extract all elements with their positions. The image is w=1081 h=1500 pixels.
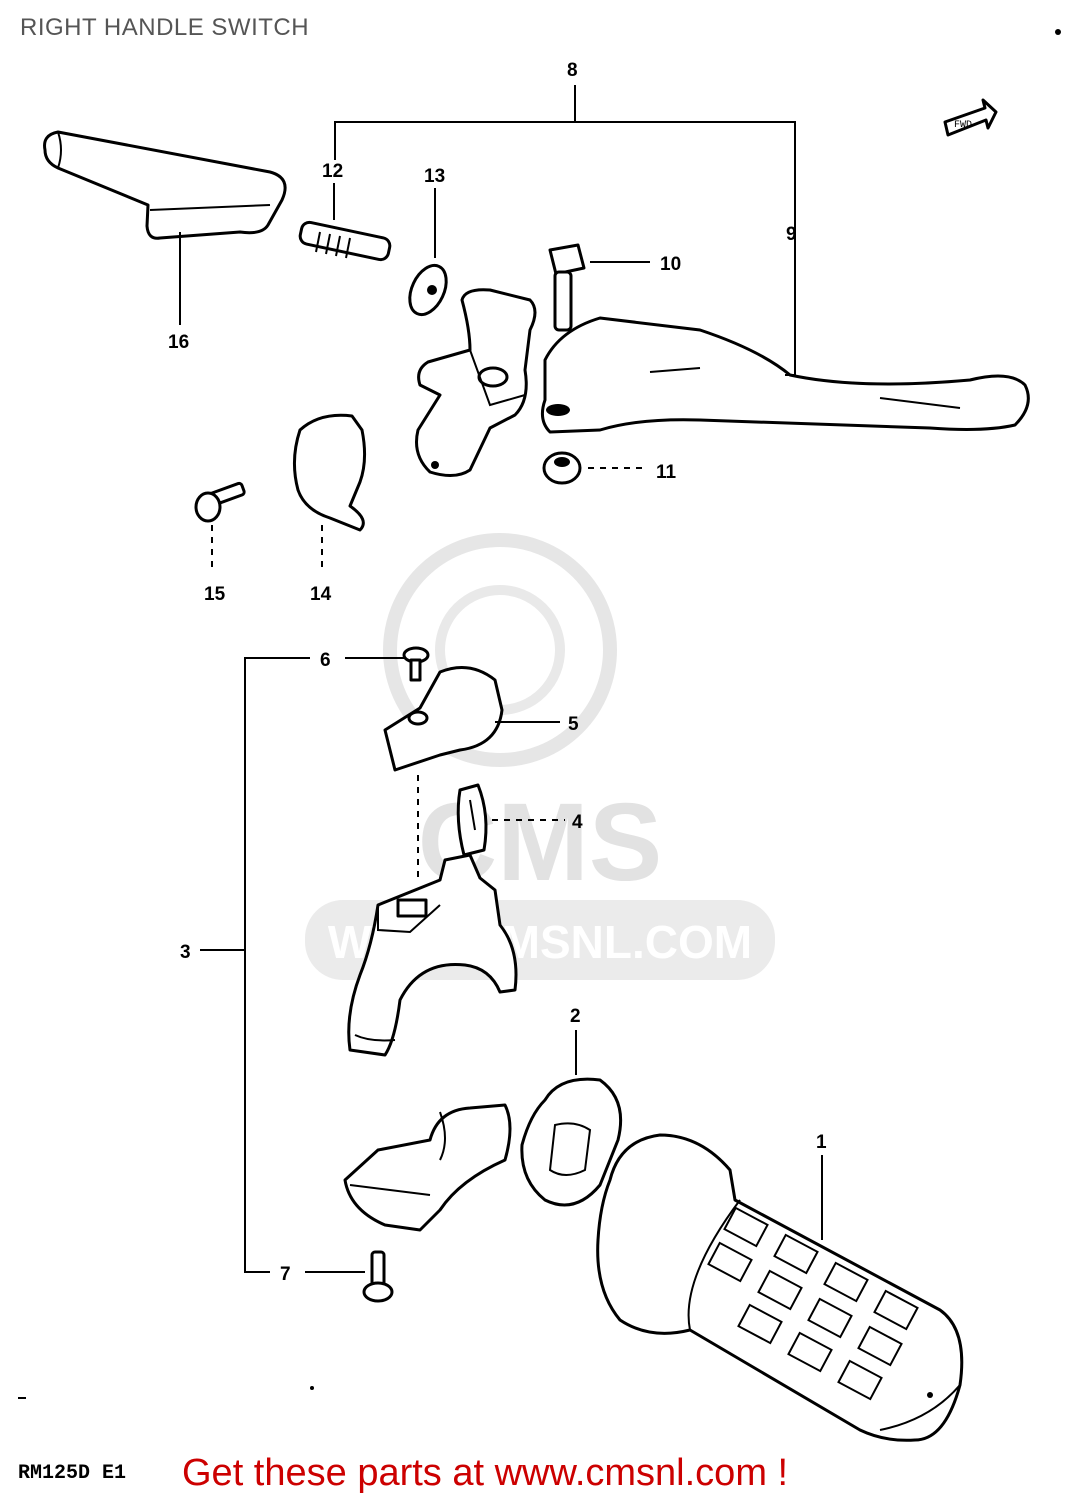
lower-switch-housing [343,1103,512,1232]
callout-8: 8 [567,60,578,81]
callout-4: 4 [572,812,583,833]
part-5-switch-plate [383,666,560,880]
part-4-contact [456,783,565,857]
upper-switch-housing [347,853,518,1057]
part-7-screw [305,1250,394,1303]
lever-holder [415,288,537,477]
part-6-screw [345,646,430,682]
callout-labels: 8 12 13 9 10 16 11 15 14 6 5 4 3 2 1 7 [168,60,827,1285]
part-2-throttle-collar [520,1030,623,1207]
part-10-bolt [548,243,650,332]
svg-text:FWD: FWD [954,120,972,131]
callout-5: 5 [568,714,579,735]
callout-2: 2 [570,1006,581,1027]
grip-pattern [707,1206,919,1401]
part-13-nut [408,188,448,317]
callout-16: 16 [168,332,189,353]
bracket-assembly-3 [200,657,310,1273]
bracket-assembly-8 [334,85,796,375]
part-15-screw [194,481,246,572]
part-14-clamp [293,413,367,572]
part-16-lever-cover [43,130,287,325]
model-code: RM125D E1 [18,1462,127,1485]
callout-11: 11 [656,462,677,483]
callout-9: 9 [786,224,797,245]
part-9-lever [540,316,1030,434]
callout-14: 14 [310,584,332,605]
callout-15: 15 [204,584,226,605]
callout-3: 3 [180,942,191,963]
direction-arrow-icon: FWD [943,98,998,137]
callout-12: 12 [322,161,343,182]
page-title: RIGHT HANDLE SWITCH [20,14,310,41]
callout-7: 7 [280,1264,291,1285]
callout-1: 1 [816,1132,827,1153]
part-11-collar [542,451,648,485]
cta-link[interactable]: Get these parts at www.cmsnl.com ! [182,1452,789,1494]
callout-6: 6 [320,650,331,671]
part-12-adjuster [298,183,392,262]
callout-13: 13 [424,166,445,187]
part-1-grip [596,1133,964,1442]
callout-10: 10 [660,254,681,275]
